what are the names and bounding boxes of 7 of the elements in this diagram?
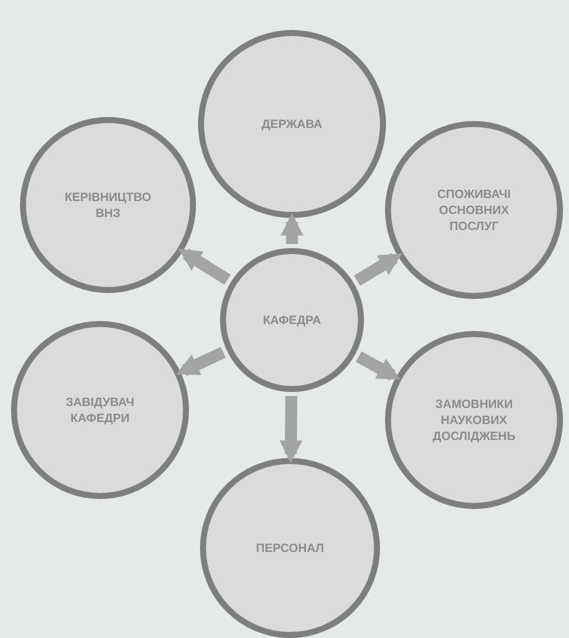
- node-label: ЗАВІДУВАЧ КАФЕДРИ: [64, 394, 136, 426]
- node-label: СПОЖИВАЧІ ОСНОВНИХ ПОСЛУГ: [436, 186, 512, 234]
- node-label: ДЕРЖАВА: [260, 116, 324, 132]
- node-label: ЗАМОВНИКИ НАУКОВИХ ДОСЛІДЖЕНЬ: [432, 396, 516, 444]
- node-label: ПЕРСОНАЛ: [255, 540, 325, 556]
- node-label: КАФЕДРА: [262, 312, 322, 328]
- node-label: КЕРІВНИЦТВО ВНЗ: [64, 188, 152, 222]
